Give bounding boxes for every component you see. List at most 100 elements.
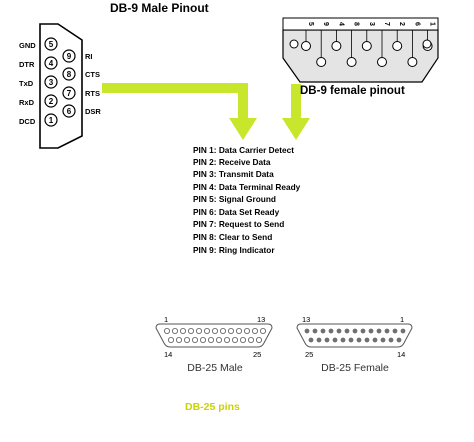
db25-female-pin: [316, 337, 322, 343]
pin-circle-5: 5: [44, 37, 58, 51]
db25-female-pin: [312, 328, 318, 334]
female-pin-hole: [377, 57, 387, 67]
pin-list-item-3: PIN 3: Transmit Data: [193, 169, 274, 179]
female-pin-number-label: 6: [413, 22, 420, 26]
db25-male-pin-row-bottom: [167, 336, 262, 343]
db9-male-top-pins: 5 4 3 2 1: [44, 37, 58, 127]
db25-female-pin: [324, 337, 330, 343]
db25-female-pin: [372, 337, 378, 343]
db25-female-pin: [336, 328, 342, 334]
pin-number: 1: [49, 116, 54, 125]
db25-female-pin: [376, 328, 382, 334]
db25-male-pin: [203, 327, 210, 334]
female-pin-number-label: 9: [322, 22, 329, 26]
db25-male-pin: [163, 327, 170, 334]
pin-list-item-2: PIN 2: Receive Data: [193, 157, 271, 167]
db25-male-label: DB-25 Male: [187, 362, 243, 374]
db9-male-right-labels: RI CTS RTS DSR: [85, 52, 101, 116]
female-pin-hole: [361, 41, 372, 51]
db25-female-pin: [400, 328, 406, 334]
signal-label-ri: RI: [85, 52, 93, 61]
db25-female-connector: 13 1 25 14 DB-25 Female: [296, 315, 413, 374]
female-pin-number-label: 8: [353, 22, 360, 26]
db25-female-pin-row-top: [304, 328, 406, 334]
db25-male-pin-row-top: [163, 327, 266, 334]
db9-male-left-labels: GND DTR TxD RxD DCD: [19, 41, 36, 126]
db25-female-pin: [340, 337, 346, 343]
db25-male-pin: [259, 327, 266, 334]
db25-male-pin: [255, 336, 262, 343]
db25-male-pin: [179, 327, 186, 334]
pin-number: 5: [49, 40, 54, 49]
pin-number: 2: [49, 97, 54, 106]
mounting-hole-left: [289, 39, 299, 49]
arrow-from-female-connector: [282, 84, 310, 140]
db25-male-pin: [167, 336, 174, 343]
signal-label-txd: TxD: [19, 79, 34, 88]
db25-male-pin: [251, 327, 258, 334]
db25-female-shell: [296, 323, 413, 348]
db25-female-pin: [348, 337, 354, 343]
db25-male-pin: [183, 336, 190, 343]
db25-male-pin: [171, 327, 178, 334]
db25-female-pin-14-label: 14: [397, 350, 405, 359]
female-pin-number-label: 3: [368, 22, 375, 26]
signal-label-cts: CTS: [85, 70, 100, 79]
pin-circle-2: 2: [44, 94, 58, 108]
db25-male-connector: 1 13 14 25 DB-25 Male: [155, 315, 273, 374]
db25-female-pin: [392, 328, 398, 334]
pin-list-item-1: PIN 1: Data Carrier Detect: [193, 145, 294, 155]
pin-circle-7: 7: [62, 86, 76, 100]
db25-female-pin-row-bottom: [308, 337, 402, 343]
db25-female-pin: [396, 337, 402, 343]
signal-label-gnd: GND: [19, 41, 36, 50]
db9-female-leads: [305, 30, 429, 58]
signal-label-dsr: DSR: [85, 107, 101, 116]
pin-list-item-4: PIN 4: Data Terminal Ready: [193, 182, 301, 192]
db25-female-pin: [380, 337, 386, 343]
db25-male-pin: [227, 327, 234, 334]
db9-female-number-strip: [282, 17, 439, 31]
db25-male-pin-25-label: 25: [253, 350, 261, 359]
pin-circle-1: 1: [44, 113, 58, 127]
db25-male-pin-1-label: 1: [164, 315, 168, 324]
db25-female-pin: [360, 328, 366, 334]
db25-female-pin: [304, 328, 310, 334]
female-pin-number-label: 5: [307, 22, 314, 26]
pin-circle-3: 3: [44, 75, 58, 89]
db25-female-pin: [328, 328, 334, 334]
db25-female-pin-25-label: 25: [305, 350, 313, 359]
db25-male-pin: [219, 327, 226, 334]
signal-label-dtr: DTR: [19, 60, 35, 69]
db25-male-pin: [235, 327, 242, 334]
mounting-hole-right: [422, 39, 432, 49]
db25-female-pin-13-label: 13: [302, 315, 310, 324]
db25-male-pin: [199, 336, 206, 343]
db25-caption: DB-25 pins: [185, 401, 240, 413]
pin-list-item-8: PIN 8: Clear to Send: [193, 232, 272, 242]
db25-female-pin: [332, 337, 338, 343]
db25-female-pin: [344, 328, 350, 334]
female-pin-hole: [392, 41, 403, 51]
db25-male-pin-13-label: 13: [257, 315, 265, 324]
arrow-to-pin-list: [102, 83, 257, 140]
db25-female-pin: [364, 337, 370, 343]
db25-female-pin: [356, 337, 362, 343]
female-pin-number-label: 1: [429, 22, 436, 26]
signal-label-rts: RTS: [85, 89, 100, 98]
db25-male-pin: [243, 327, 250, 334]
db9-male-bottom-pins: 9 8 7 6: [62, 49, 76, 118]
pin-number: 7: [67, 89, 72, 98]
pin-number: 3: [49, 78, 54, 87]
pin-circle-6: 6: [62, 104, 76, 118]
female-pin-number-label: 4: [337, 22, 344, 26]
pin-number: 8: [67, 70, 72, 79]
signal-label-dcd: DCD: [19, 117, 36, 126]
female-pin-hole: [346, 57, 357, 67]
db25-female-pin: [384, 328, 390, 334]
db25-male-pin: [207, 336, 214, 343]
female-pin-number-label: 7: [383, 22, 390, 26]
female-pin-hole: [331, 41, 342, 51]
